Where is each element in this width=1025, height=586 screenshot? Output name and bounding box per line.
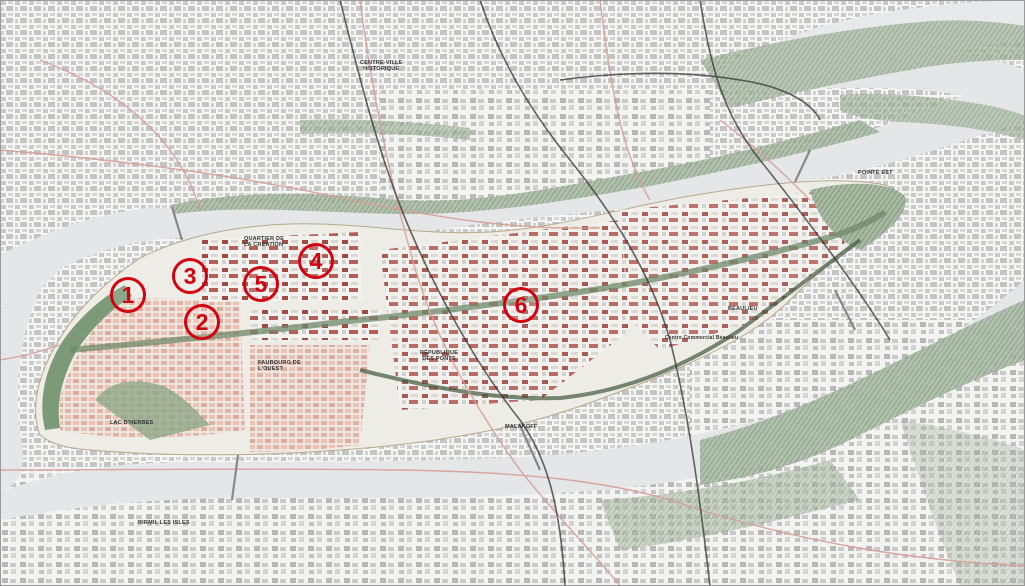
marker-3[interactable]: 3: [172, 258, 208, 294]
label-centre-ville: CENTRE-VILLE HISTORIQUE: [360, 60, 403, 72]
label-pointe-est: POINTE EST: [858, 170, 893, 176]
marker-5[interactable]: 5: [243, 266, 279, 302]
label-faubourg: FAUBOURG DE L'OUEST: [258, 360, 301, 372]
marker-6[interactable]: 6: [503, 287, 539, 323]
label-centre-commercial: Centre Commercial Beaulieu: [665, 335, 739, 341]
marker-4[interactable]: 4: [298, 243, 334, 279]
marker-1[interactable]: 1: [110, 277, 146, 313]
label-rirmil: RIRMIL LES ISLES: [138, 520, 190, 526]
label-republique-ponts: RÉPUBLIQUE DES PONTS: [420, 350, 459, 362]
label-beaulieu: BEAULIEU: [728, 306, 758, 312]
label-malakoff: MALAKOFF: [505, 424, 538, 430]
label-quartier: QUARTIER DE LA CREATION: [244, 236, 285, 248]
marker-2[interactable]: 2: [184, 304, 220, 340]
label-lac: LAC D'HERBES: [110, 420, 154, 426]
